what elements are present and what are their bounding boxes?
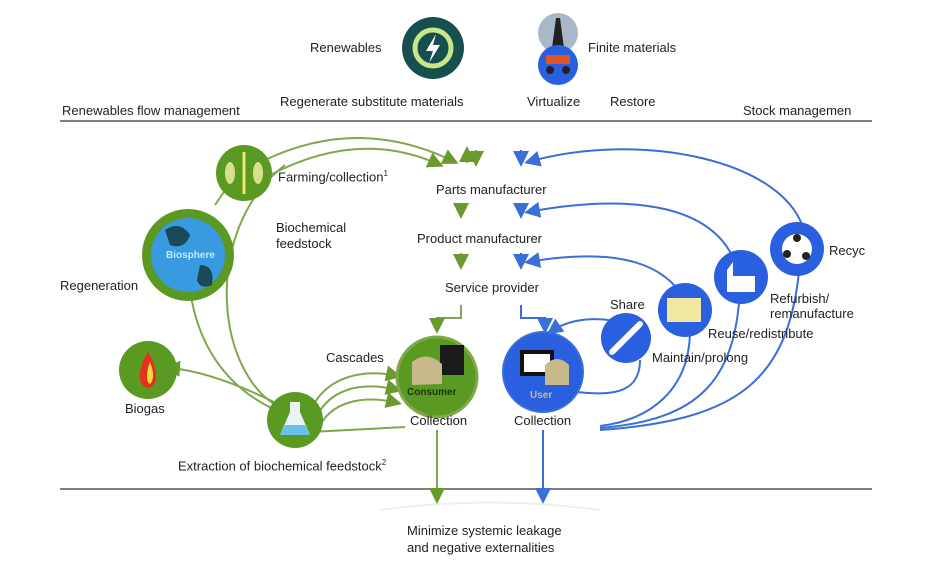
mining-truck-icon xyxy=(538,45,578,85)
cascade-line-4 xyxy=(309,426,406,433)
boxes-icon xyxy=(658,283,712,337)
leakage-label-1: Minimize systemic leakage xyxy=(407,523,562,538)
recycle-label: Recyc xyxy=(829,243,866,258)
factory-icon xyxy=(714,250,768,304)
green-arrow-biogas xyxy=(164,360,281,406)
regenerate-label: Regenerate substitute materials xyxy=(280,94,464,109)
maintain-label: Maintain/prolong xyxy=(652,350,749,365)
oil-rig-icon xyxy=(538,13,578,53)
farming-icon xyxy=(216,145,272,201)
restore-label: Restore xyxy=(610,94,656,109)
extraction-label: Extraction of biochemical feedstock2 xyxy=(178,458,387,474)
extraction-flask-icon xyxy=(267,392,323,448)
green-arc-biochem xyxy=(225,164,286,411)
blue-arc-reuse xyxy=(524,252,686,301)
green-arc-farming-to-parts xyxy=(264,137,459,164)
refurbish-label-2: remanufacture xyxy=(770,306,854,321)
consumer-icon xyxy=(395,335,479,419)
blue-arc-recycle xyxy=(524,148,806,236)
renewables-icon xyxy=(402,17,464,79)
biogas-label: Biogas xyxy=(125,401,165,416)
biosphere-label: Biosphere xyxy=(166,250,215,261)
user-icon xyxy=(502,331,584,413)
renewables-label: Renewables xyxy=(310,40,382,55)
biosphere-icon xyxy=(142,209,234,301)
virtualize-label: Virtualize xyxy=(527,94,581,109)
blue-bend-to-user xyxy=(520,305,553,334)
blue-line-recycle-down xyxy=(599,261,801,431)
blue-arc-refurbish xyxy=(524,201,736,263)
refurbish-label-1: Refurbish/ xyxy=(770,291,830,306)
leakage-label-2: and negative externalities xyxy=(407,540,555,555)
service-provider-label: Service provider xyxy=(445,280,539,295)
cascade-arc-2 xyxy=(311,379,402,429)
blue-line-refurbish-down xyxy=(599,289,741,429)
reuse-label: Reuse/redistribute xyxy=(708,326,814,341)
cascades-label: Cascades xyxy=(326,350,384,365)
consumer-collection-label: Collection xyxy=(410,413,468,428)
green-bend-to-consumer xyxy=(429,305,462,334)
user-label: User xyxy=(530,390,553,401)
farming-label: Farming/collection1 xyxy=(278,169,388,185)
renewables-flow-management-label: Renewables flow management xyxy=(62,103,240,118)
wrench-icon xyxy=(601,313,651,363)
green-arc-biosphere-extraction xyxy=(189,289,281,413)
regeneration-label: Regeneration xyxy=(60,278,139,293)
stock-management-label: Stock managemen xyxy=(743,103,852,118)
parts-manufacturer-label: Parts manufacturer xyxy=(436,182,547,197)
user-collection-label: Collection xyxy=(514,413,572,428)
blue-line-reuse-down xyxy=(599,329,691,427)
recycle-icon xyxy=(770,222,824,276)
share-label: Share xyxy=(610,297,645,312)
biochemical-feedstock-label-2: feedstock xyxy=(276,236,332,251)
green-arc-outer-to-parts xyxy=(269,147,444,176)
biochemical-feedstock-label-1: Biochemical xyxy=(276,220,347,235)
finite-materials-label: Finite materials xyxy=(588,40,677,55)
footer-arc xyxy=(379,501,601,511)
consumer-label: Consumer xyxy=(407,387,457,398)
product-manufacturer-label: Product manufacturer xyxy=(417,231,543,246)
cascade-arc-3 xyxy=(317,392,402,431)
biogas-icon xyxy=(119,341,177,399)
